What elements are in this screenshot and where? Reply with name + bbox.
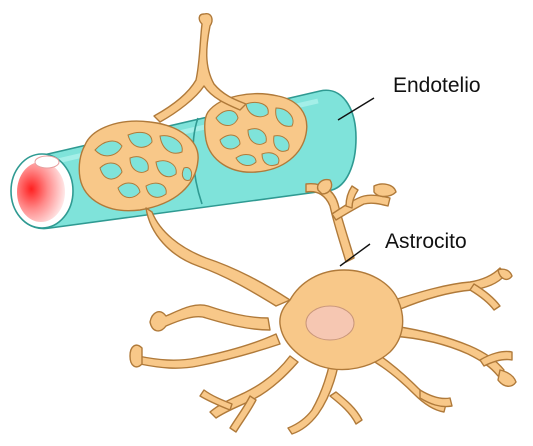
endfoot-left-paddle	[130, 345, 142, 367]
process-to-vessel	[146, 208, 290, 306]
endothelium-label: Endotelio	[393, 74, 481, 98]
red-blood-cell	[35, 156, 59, 168]
endfoot-top-2	[374, 184, 396, 197]
astrocyte-label: Astrocito	[385, 230, 467, 254]
cell-nucleus	[306, 306, 354, 340]
vessel-lumen	[17, 162, 65, 222]
process-lower-left	[150, 305, 270, 331]
astrocyte-cell-body	[280, 270, 403, 370]
process-far-left	[138, 334, 280, 368]
process-bottom	[288, 362, 338, 434]
process-right	[392, 326, 504, 376]
process-top	[154, 14, 246, 122]
process-right-tip	[498, 370, 516, 386]
process-bottom-left	[210, 356, 298, 418]
endfoot-top-1	[318, 180, 332, 194]
